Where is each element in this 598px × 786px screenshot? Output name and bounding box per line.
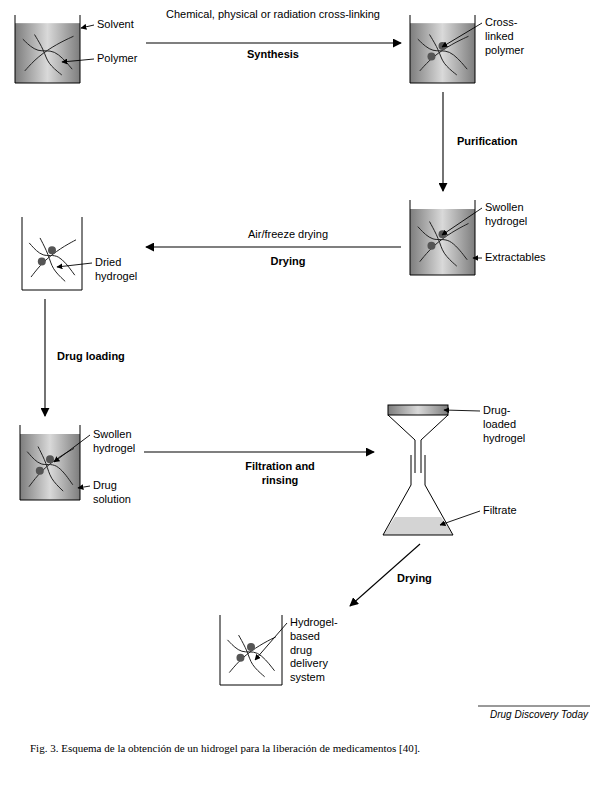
polymer-chain (420, 223, 469, 261)
callout-label: Drug solution (93, 479, 140, 507)
process-arrow (146, 42, 401, 43)
polymer-chain (29, 448, 74, 486)
funnel-outline (388, 415, 448, 473)
callout-label: Swollen hydrogel (485, 201, 550, 229)
step-label: Purification (455, 135, 520, 149)
leader-arrow (81, 25, 94, 28)
leader-arrow (57, 263, 92, 267)
process-arrow (442, 92, 443, 191)
flask-outline (383, 455, 453, 535)
leader-arrow (473, 258, 482, 259)
callout-label: Drug-loaded hydrogel (483, 404, 530, 445)
beaker-outline (15, 15, 80, 83)
beaker-stage: Hydrogel-based drug delivery system (215, 610, 342, 690)
source-credit: Drug Discovery Today (488, 709, 590, 722)
beaker-drawing (17, 212, 142, 295)
process-arrow (144, 451, 374, 452)
beaker-stage: Cross-linked polymer (405, 10, 529, 88)
callout-label: Cross-linked polymer (485, 16, 529, 57)
figure-caption: Fig. 3. Esquema de la obtención de un hi… (28, 742, 422, 756)
funnel-hydrogel (388, 405, 448, 415)
beaker-stage: Dried hydrogel (17, 212, 142, 295)
cross-link (36, 467, 44, 475)
step-label: Synthesis (245, 48, 301, 62)
polymer-chain (31, 240, 76, 277)
leader-arrow (62, 59, 94, 62)
step-label: Drug loading (55, 350, 127, 364)
beaker-stage: Swollen hydrogelExtractables (405, 195, 550, 280)
beaker-outline (220, 615, 282, 685)
cross-link (247, 643, 255, 651)
step-label: Drying (269, 255, 308, 269)
leader-arrow (440, 511, 480, 525)
polymer-chain (229, 637, 275, 673)
filtrate-liquid (383, 517, 453, 535)
beaker-outline (22, 217, 82, 290)
cross-link (427, 52, 435, 60)
polymer-chain (35, 35, 62, 75)
process-arrow (44, 299, 45, 416)
callout-label: Hydrogel-based drug delivery system (290, 616, 342, 685)
beaker-outline (410, 15, 475, 83)
callout-label: Swollen hydrogel (93, 428, 140, 456)
liquid (410, 23, 475, 83)
beaker-stage: Swollen hydrogelDrug solution (15, 420, 140, 512)
beaker-stage: SolventPolymer (10, 10, 142, 88)
callout-label: Polymer (97, 52, 137, 66)
filtration-apparatus: Drug-loaded hydrogelFiltrate (378, 400, 530, 540)
polymer-chain (25, 36, 74, 71)
leader-arrow (54, 435, 90, 462)
beaker-outline (20, 425, 80, 500)
leader-arrow (255, 623, 287, 660)
cross-link (48, 246, 56, 254)
cross-link (439, 42, 447, 50)
leader-arrow (442, 208, 482, 235)
callout-label: Filtrate (483, 504, 517, 518)
leader-arrow (444, 410, 480, 411)
leader-arrow (78, 486, 90, 488)
leader-arrow (442, 23, 482, 47)
process-note: Chemical, physical or radiation cross-li… (164, 8, 382, 22)
step-label: Drying (395, 572, 434, 586)
cross-link (38, 258, 46, 266)
cross-link (236, 654, 244, 662)
polymer-chain (420, 36, 469, 71)
process-arrow (146, 246, 401, 247)
callout-label: Dried hydrogel (95, 256, 142, 284)
cross-link (427, 242, 435, 250)
callout-label: Extractables (485, 251, 546, 265)
callout-label: Solvent (97, 18, 134, 32)
beaker-drawing (405, 195, 550, 280)
rule-line (478, 706, 590, 707)
liquid (20, 434, 80, 500)
liquid (15, 23, 80, 83)
process-note: Air/freeze drying (246, 228, 330, 242)
beaker-outline (410, 200, 475, 275)
cross-link (46, 455, 54, 463)
step-label: Filtration and rinsing (238, 460, 322, 488)
